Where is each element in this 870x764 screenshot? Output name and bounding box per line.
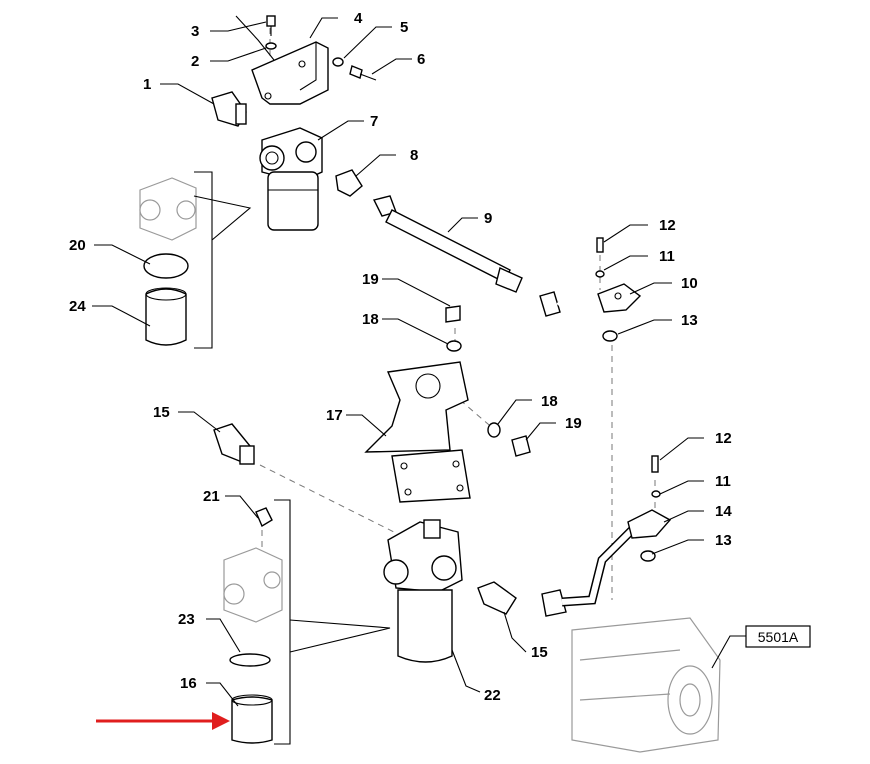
elbow-fitting-part-15-upper [213,423,255,465]
filter-head-upper [259,127,323,231]
bracket-part-4 [251,41,329,105]
callout-7: 7 [370,113,378,130]
callout-9: 9 [484,210,492,227]
callout-22: 22 [484,687,501,704]
callout-4: 4 [354,10,363,27]
callout-12-upper: 12 [659,217,676,234]
callout-numbers: 1 2 3 4 5 6 7 8 9 10 11 12 13 15 17 18 1… [69,10,732,704]
callout-13-upper: 13 [681,312,698,329]
callout-16: 16 [180,675,197,692]
adapter-part-8 [335,169,363,197]
callout-11-lower: 11 [715,473,731,490]
callout-12-lower: 12 [715,430,732,447]
callout-8: 8 [410,147,418,164]
callout-2: 2 [191,53,199,70]
callout-10: 10 [681,275,698,292]
callout-15-upper: 15 [153,404,170,421]
leader-lines [92,15,746,707]
callout-20: 20 [69,237,86,254]
filter-assembly-part-22 [383,519,463,663]
callout-1: 1 [143,76,151,93]
callout-3: 3 [191,23,199,40]
elbow-fitting-part-1 [211,91,247,127]
callout-15-lower: 15 [531,644,548,661]
bolts-and-washers-top [265,15,377,81]
tube-flange-part-10 [539,237,642,342]
callout-21: 21 [203,488,220,505]
callout-14: 14 [715,503,732,520]
callout-18-upper: 18 [362,311,379,328]
callout-11-upper: 11 [659,248,675,265]
callout-5: 5 [400,19,408,36]
pump-label: 5501A [758,629,799,645]
hose-part-9 [372,195,523,293]
hydraulic-pump [571,617,721,753]
filter-ghost-lower [223,499,291,745]
callout-19-lower: 19 [565,415,582,432]
pump-label-box: 5501A [745,625,811,648]
callout-19-upper: 19 [362,271,379,288]
callout-6: 6 [417,51,425,68]
highlight-arrow [96,712,230,730]
elbow-hose-part-14-15 [477,455,672,617]
callout-17: 17 [326,407,343,424]
callout-24: 24 [69,298,86,315]
callout-18-lower: 18 [541,393,558,410]
callout-23: 23 [178,611,195,628]
callout-13-lower: 13 [715,532,732,549]
filter-ghost-upper [139,171,213,349]
mount-bracket-part-17 [364,305,531,503]
